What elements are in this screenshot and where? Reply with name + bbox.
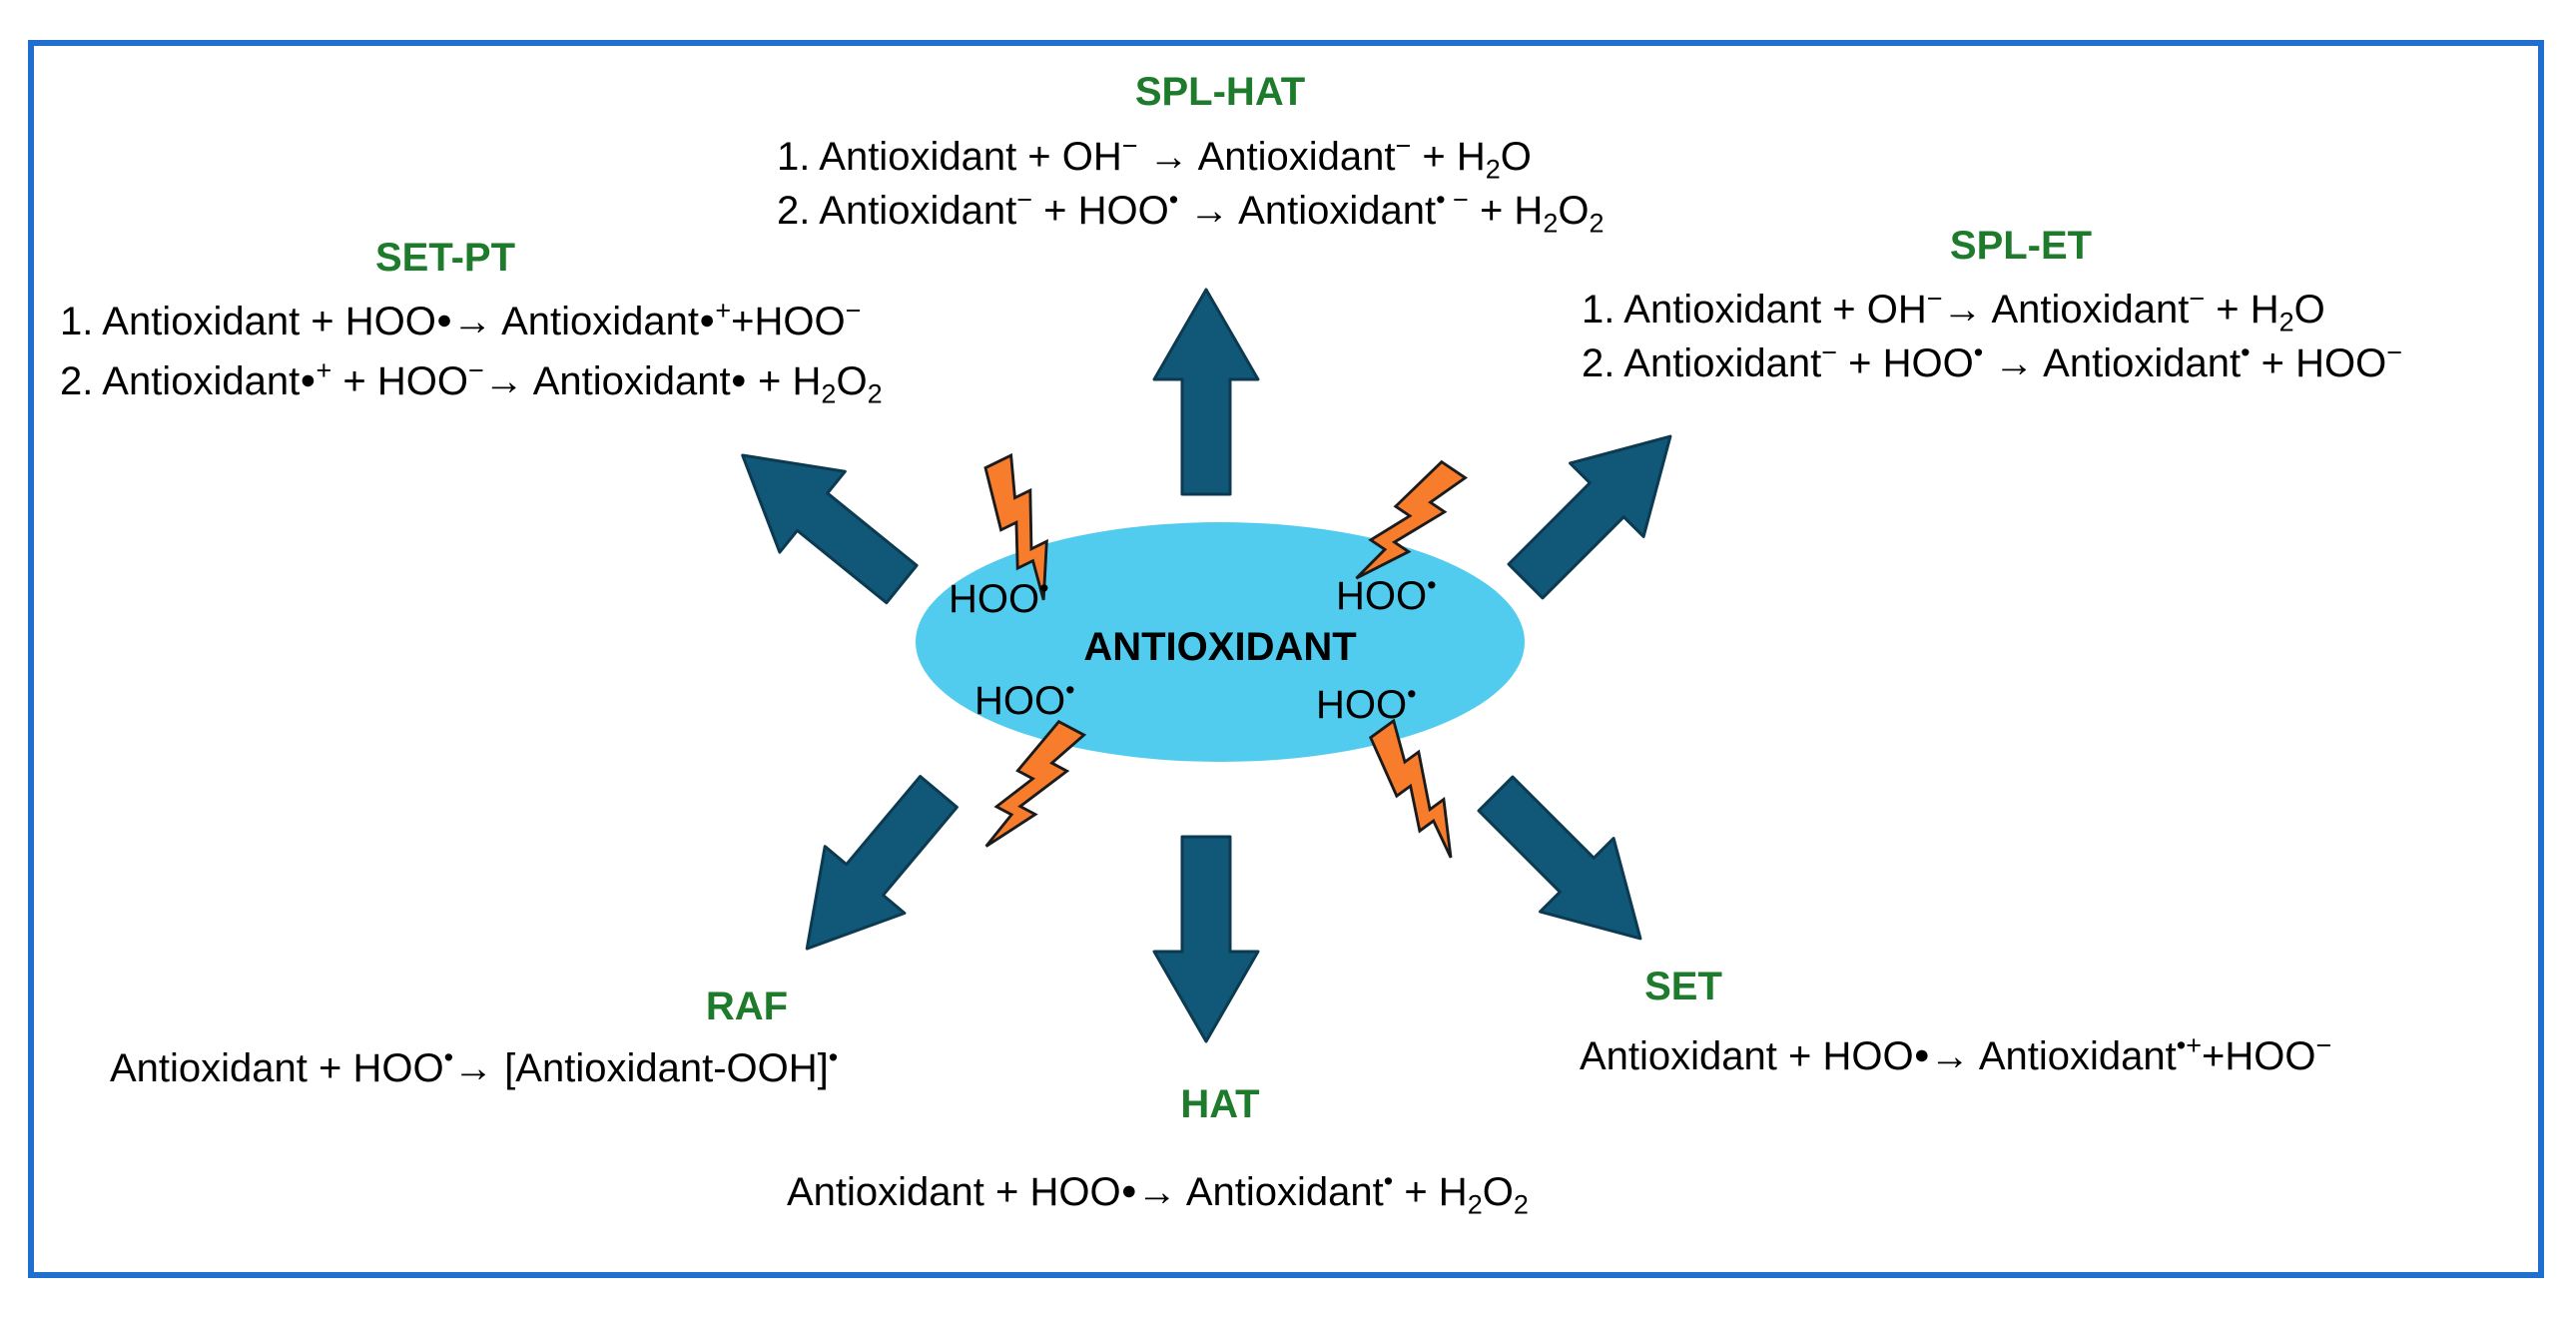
spl-et-step-1: 1. Antioxidant + OH−→ Antioxidant− + H2O [1582, 284, 2325, 337]
set-title: SET [1644, 965, 1722, 1008]
set-pt-title: SET-PT [374, 236, 516, 280]
arrow-downleft-icon [765, 757, 980, 984]
set-equation: Antioxidant + HOO●→ Antioxidant•++HOO− [1580, 1030, 2332, 1078]
radical-label: HOO• [949, 573, 1049, 621]
arrow-upright-icon [1487, 397, 1709, 620]
set-pt-step-2: 2. Antioxidant●+ + HOO−→ Antioxidant● + … [60, 355, 883, 409]
antioxidant-ellipse [916, 522, 1525, 762]
raf-equation: Antioxidant + HOO•→ [Antioxidant-OOH]• [110, 1042, 839, 1090]
spl-et-step-2: 2. Antioxidant− + HOO• → Antioxidant• + … [1582, 337, 2403, 385]
spl-et-title: SPL-ET [1949, 224, 2093, 268]
hat-title: HAT [1180, 1082, 1260, 1126]
lightning-bolt-icon [975, 713, 1087, 865]
set-pt-step-1: 1. Antioxidant + HOO●→ Antioxidant●++HOO… [60, 296, 862, 343]
arrow-up-icon [1152, 288, 1260, 496]
spl-hat-step-1: 1. Antioxidant + OH− → Antioxidant− + H2… [777, 131, 1532, 185]
spl-hat-title: SPL-HAT [1134, 70, 1306, 114]
arrow-down-icon [1152, 835, 1260, 1043]
arrow-downright-icon [1457, 755, 1679, 978]
radical-label: HOO• [1316, 679, 1417, 727]
diagram-frame [28, 40, 2544, 1278]
raf-title: RAF [705, 985, 789, 1028]
radical-label: HOO• [1336, 570, 1437, 618]
arrow-upleft-icon [708, 413, 937, 626]
hat-equation: Antioxidant + HOO●→ Antioxidant• + H2O2 [787, 1166, 1529, 1220]
radical-label: HOO• [974, 675, 1075, 723]
lightning-bolt-icon [1357, 718, 1482, 865]
spl-hat-step-2: 2. Antioxidant− + HOO• → Antioxidant• − … [777, 185, 1605, 239]
center-label: ANTIOXIDANT [1083, 625, 1357, 669]
